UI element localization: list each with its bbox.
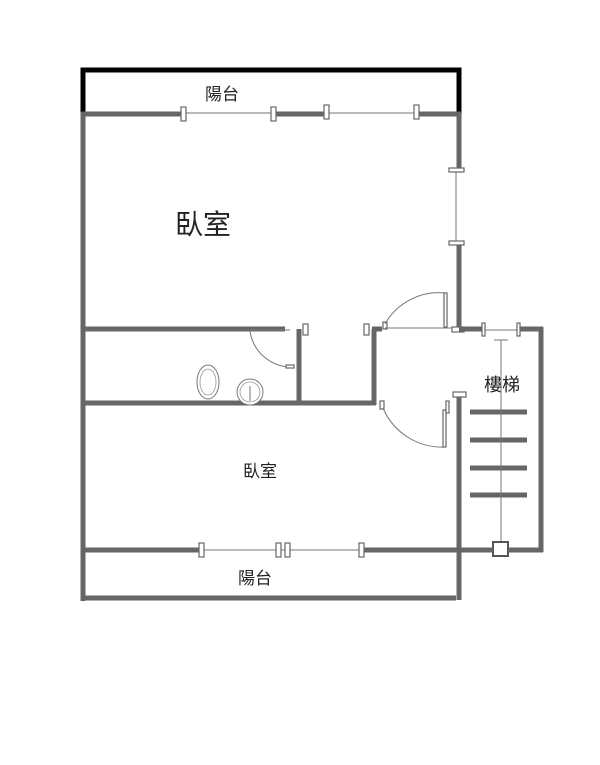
- window-right: [448, 167, 465, 246]
- sink-icon: [236, 378, 264, 406]
- stair-walls: [456, 326, 544, 600]
- bathroom-door[interactable]: [249, 323, 309, 369]
- staircase: [470, 339, 527, 557]
- bathroom-walls: [83, 326, 382, 406]
- label-stairs: 樓梯: [484, 375, 520, 396]
- label-bedroom-top: 臥室: [175, 208, 231, 241]
- toilet-icon: [196, 364, 220, 400]
- window-stair: [481, 322, 521, 337]
- bedroom-bottom-door[interactable]: [379, 400, 450, 448]
- label-balcony-top: 陽台: [205, 85, 239, 105]
- window-bottom: [198, 542, 365, 558]
- label-balcony-bottom: 陽台: [238, 569, 272, 589]
- window-top-1: [180, 106, 277, 122]
- bedroom-top-door[interactable]: [363, 292, 465, 336]
- label-bedroom-bottom: 臥室: [243, 462, 277, 482]
- hall-jamb: [452, 391, 467, 398]
- right-wall-top: [455, 114, 462, 331]
- window-top-2: [323, 104, 420, 120]
- balcony-top-outline: [80, 67, 462, 115]
